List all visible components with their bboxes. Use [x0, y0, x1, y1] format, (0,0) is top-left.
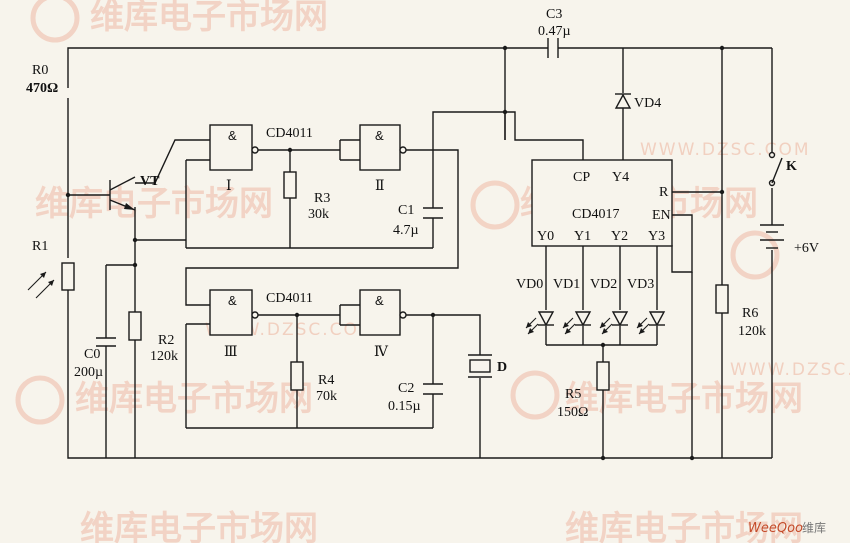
label-gate-iii: Ⅲ — [224, 345, 238, 360]
watermark-text: 维库电子市场网 — [90, 0, 328, 37]
value-c3: 0.47µ — [538, 24, 571, 39]
pin-cp: CP — [573, 170, 590, 185]
value-c0: 200µ — [74, 365, 103, 380]
value-r6: 120k — [738, 324, 766, 339]
nand-gate-i — [209, 124, 259, 171]
watermark-text: 维库电子市场网 — [35, 184, 273, 224]
junctions — [65, 45, 725, 461]
label-r4: R4 — [318, 373, 334, 388]
value-r3: 30k — [308, 207, 329, 222]
led-vd1 — [562, 311, 592, 335]
resistor-r3 — [283, 171, 297, 199]
transistor-vt — [109, 176, 136, 211]
watermark-url: WWW.DZSC.COM — [640, 140, 811, 160]
counter-ic-cd4017 — [531, 159, 673, 247]
gate-symbol: & — [228, 128, 237, 143]
watermark-url: WWW.DZSC.COM — [730, 360, 850, 380]
capacitor-c3 — [547, 38, 559, 58]
brand-mark: WeeQoo 维库 — [748, 520, 826, 536]
value-r2: 120k — [150, 349, 178, 364]
wires — [67, 47, 773, 459]
value-r0: 470Ω — [26, 81, 58, 96]
led-vd3 — [636, 311, 666, 335]
label-c3: C3 — [546, 7, 562, 22]
pin-r: R — [659, 185, 669, 200]
label-r1: R1 — [32, 239, 48, 254]
watermark-text: 维库电子市场网 — [80, 509, 318, 543]
led-vd2 — [599, 311, 629, 335]
resistor-r6 — [715, 284, 729, 314]
nand-gate-iii — [209, 289, 259, 336]
value-r4: 70k — [316, 389, 337, 404]
battery-6v — [760, 224, 784, 249]
resistor-r2 — [128, 311, 142, 341]
label-r2: R2 — [158, 333, 174, 348]
gate-symbol: & — [375, 293, 384, 308]
label-c0: C0 — [84, 347, 100, 362]
nand-gate-iv — [359, 289, 407, 336]
label-gate-iv: Ⅳ — [374, 345, 389, 360]
gate-symbol: & — [375, 128, 384, 143]
label-gate-i: Ⅰ — [226, 179, 232, 194]
label-r5: R5 — [565, 387, 581, 402]
light-arrows-icon — [27, 271, 55, 299]
label-switch-k: K — [786, 159, 797, 174]
value-c1: 4.7µ — [393, 223, 419, 238]
resistor-r1 — [61, 262, 75, 291]
value-c2: 0.15µ — [388, 399, 421, 414]
label-cd4017: CD4017 — [572, 207, 619, 222]
label-vd2: VD2 — [590, 277, 617, 292]
label-ic1-top: CD4011 — [266, 126, 313, 141]
nand-gate-ii — [359, 124, 407, 171]
pin-y3: Y3 — [648, 229, 665, 244]
brand-name: WeeQoo — [748, 521, 803, 536]
watermark-text: 维库电子市场网 — [75, 379, 313, 419]
label-vd1: VD1 — [553, 277, 580, 292]
buzzer-d — [468, 354, 492, 378]
label-vd3: VD3 — [627, 277, 654, 292]
label-c1: C1 — [398, 203, 414, 218]
label-vd4: VD4 — [634, 96, 661, 111]
watermark-text: 维库电子市场网 — [565, 509, 803, 543]
capacitor-c2 — [423, 383, 443, 395]
switch-k — [768, 151, 783, 187]
pin-y1: Y1 — [574, 229, 591, 244]
label-vd0: VD0 — [516, 277, 543, 292]
resistor-r4 — [290, 361, 304, 391]
capacitor-c0 — [96, 337, 116, 347]
component-labels: R0 470Ω R1 C0 200µ VT R2 120k CD4011 CD4… — [26, 7, 819, 420]
resistor-r5 — [596, 361, 610, 391]
value-r5: 150Ω — [557, 405, 588, 420]
gate-symbol: & — [228, 293, 237, 308]
led-vd0 — [525, 311, 555, 335]
pin-y4: Y4 — [612, 170, 629, 185]
label-vt: VT — [140, 174, 160, 189]
label-r0: R0 — [32, 63, 48, 78]
watermark-logo-icon — [15, 0, 780, 425]
capacitor-c1 — [423, 207, 443, 219]
label-r3: R3 — [314, 191, 330, 206]
brand-suffix: 维库 — [802, 520, 826, 535]
diode-vd4 — [614, 93, 632, 109]
label-d: D — [497, 360, 507, 375]
label-ic1-bottom: CD4011 — [266, 291, 313, 306]
watermark-layer: 维库电子市场网 WWW.DZSC.COM 维库电子市场网 维库电子市场网 WWW… — [15, 0, 850, 543]
label-gate-ii: Ⅱ — [375, 179, 385, 194]
pin-y2: Y2 — [611, 229, 628, 244]
label-supply: +6V — [794, 241, 819, 256]
pin-y0: Y0 — [537, 229, 554, 244]
label-c2: C2 — [398, 381, 414, 396]
pin-en: EN — [652, 208, 671, 223]
label-r6: R6 — [742, 306, 758, 321]
